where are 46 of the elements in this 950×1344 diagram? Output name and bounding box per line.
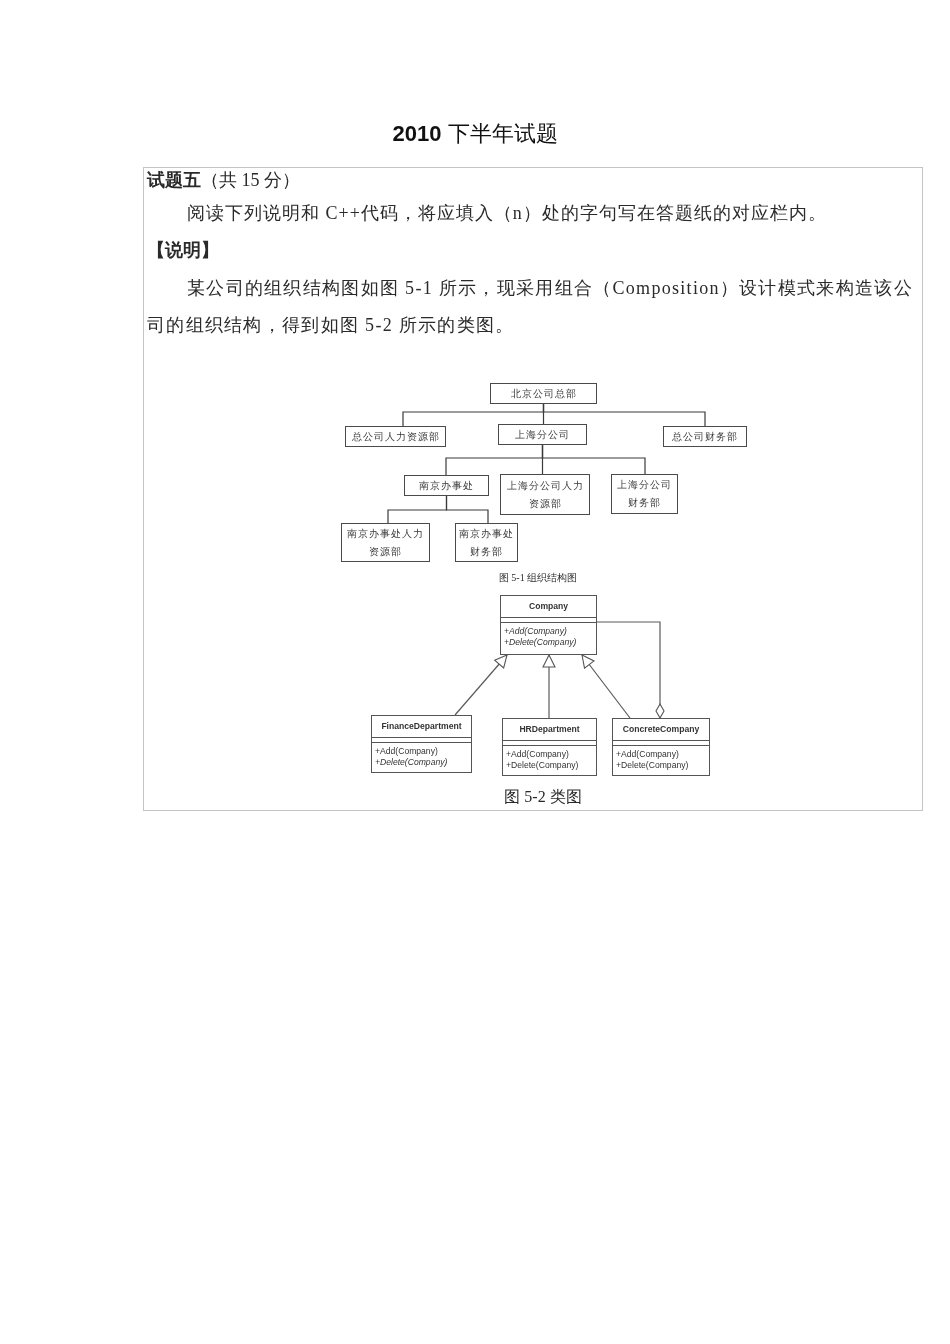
org-chart-box [490, 383, 597, 404]
generalization-arrow [454, 654, 508, 716]
method-signature: +Add(Company) [503, 626, 568, 637]
generalization-arrow [581, 654, 631, 719]
box-label: 南京办事处人力资源部 [347, 526, 424, 559]
generalization-arrow [542, 654, 556, 719]
figure-caption: 图 5-2 类图 [504, 787, 582, 807]
box-label: 总公司财务部 [672, 429, 738, 444]
question-heading: 试题五（共 15 分） [147, 169, 300, 191]
box-label: 南京办事处 [419, 478, 474, 493]
box-label: 上海分公司 [515, 427, 570, 442]
class-box [502, 718, 597, 776]
class-name: HRDepartment [503, 719, 596, 741]
paragraph-text: 某公司的组织结构图如图 5-1 所示，现采用组合（Composition）设计模式来构造该公司的组织结构，得到如图 5-2 所示的类图。 [147, 277, 914, 337]
org-chart-box [498, 424, 587, 445]
class-box [371, 715, 472, 773]
page-title: 2010 下半年试题 [392, 120, 558, 148]
class-box [612, 718, 710, 776]
instruction-text: 阅读下列说明和 C++代码，将应填入（n）处的字句写在答题纸的对应栏内。 [187, 202, 827, 224]
org-chart-box [663, 426, 747, 447]
box-label: 上海分公司财务部 [616, 478, 673, 510]
box-label: 北京公司总部 [510, 386, 577, 401]
section-heading: 【说明】 [147, 239, 219, 261]
aggregation-line [596, 621, 665, 719]
box-label: 南京办事处财务部 [458, 526, 515, 559]
connector-line [541, 444, 646, 475]
org-chart-box [345, 426, 446, 447]
method-signature: +Add(Company) [615, 749, 680, 760]
method-signature: +Delete(Company) [505, 760, 580, 771]
method-signature: +Add(Company) [374, 746, 439, 757]
box-label: 上海分公司人力资源部 [506, 478, 584, 511]
class-name: ConcreteCompany [613, 719, 709, 741]
method-signature: +Delete(Company) [503, 637, 578, 648]
class-name: Company [501, 596, 596, 618]
org-chart-box [500, 474, 590, 515]
class-box [500, 595, 597, 655]
org-chart-box [404, 475, 489, 496]
org-chart-box [341, 523, 430, 562]
class-name: FinanceDepartment [372, 716, 471, 738]
connector-line [445, 495, 489, 524]
connector-line [542, 403, 706, 427]
method-signature: +Delete(Company) [615, 760, 690, 771]
method-signature: +Add(Company) [505, 749, 570, 760]
box-label: 总公司人力资源部 [351, 429, 440, 444]
method-signature: +Delete(Company) [374, 757, 449, 768]
figure-caption: 图 5-1 组织结构图 [498, 571, 578, 585]
